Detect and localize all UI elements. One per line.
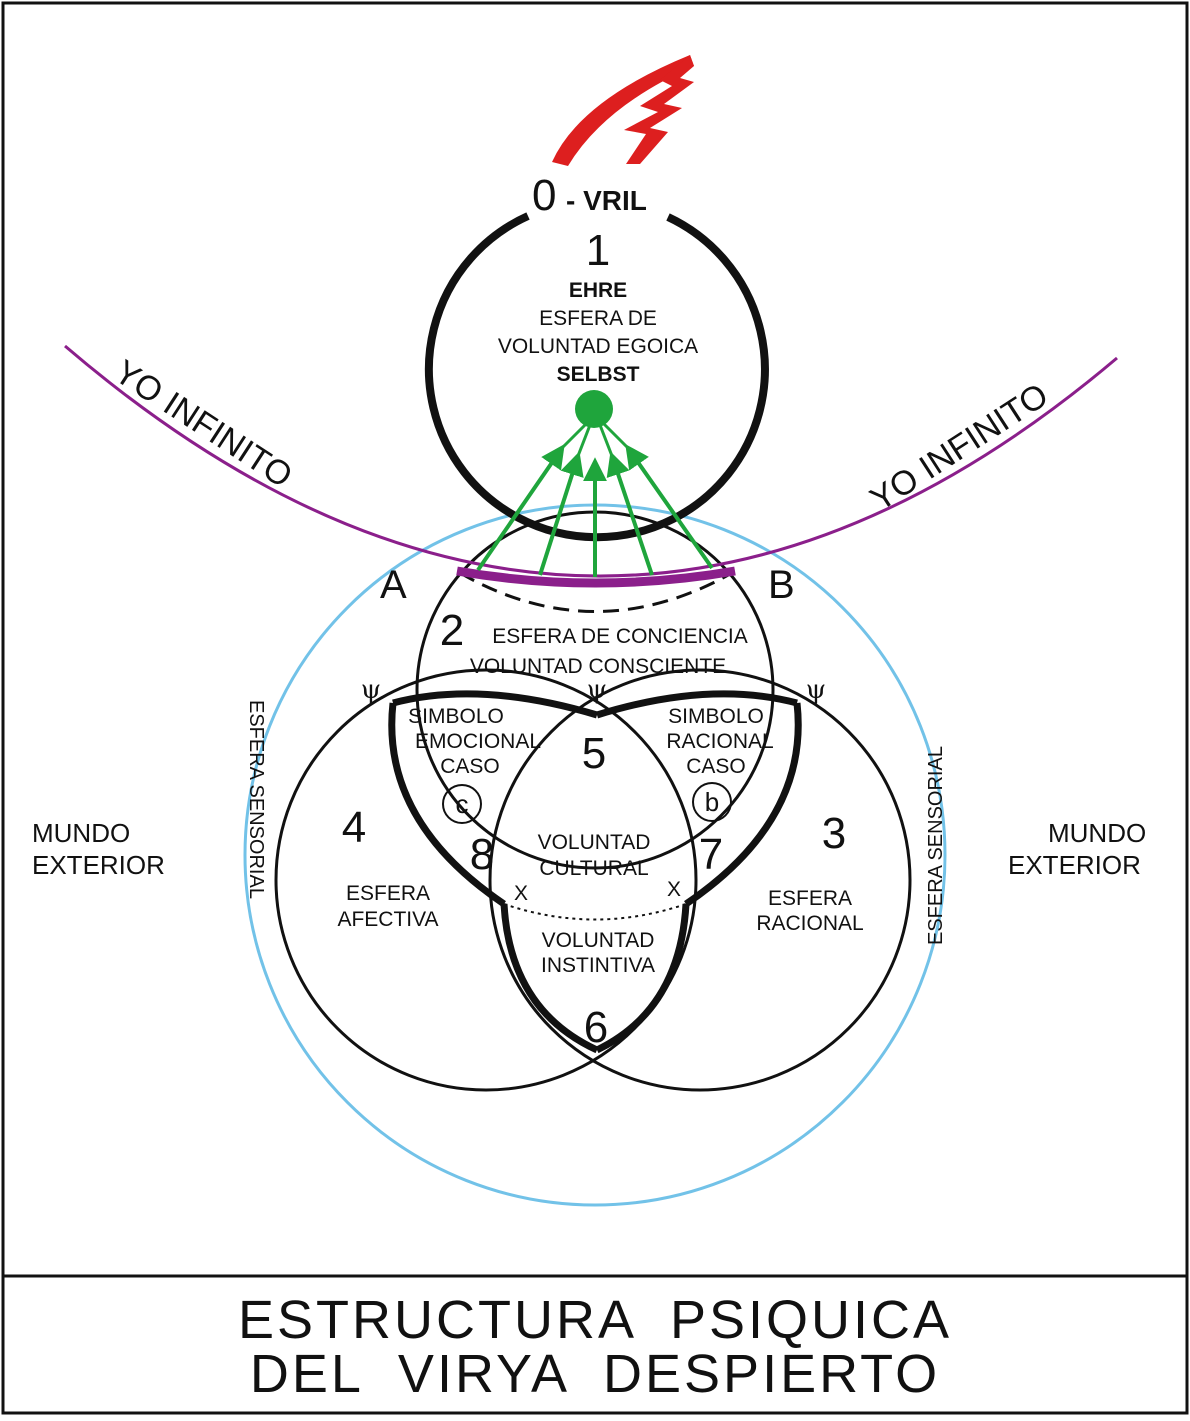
psi-center: ψ bbox=[587, 675, 607, 705]
psi-left: ψ bbox=[361, 675, 381, 705]
arrow-5 bbox=[625, 444, 714, 570]
sphere-3-circle bbox=[488, 668, 912, 1092]
case-b-letter: b bbox=[705, 787, 719, 817]
sensorial-right: ESFERA SENSORIAL bbox=[925, 746, 947, 945]
psi-right: ψ bbox=[806, 675, 826, 705]
emotional-outer-arc bbox=[388, 702, 506, 907]
arrow-2 bbox=[538, 451, 584, 576]
mundo-left-line2: EXTERIOR bbox=[32, 850, 165, 880]
yo-infinito-right: YO INFINITO bbox=[864, 376, 1055, 519]
will-arrows bbox=[476, 444, 714, 577]
rational-line2: RACIONAL bbox=[666, 730, 773, 753]
mundo-right-line1: MUNDO bbox=[1048, 818, 1146, 848]
emotional-symbol-arc bbox=[392, 690, 599, 719]
number-7: 7 bbox=[699, 830, 723, 879]
number-3: 3 bbox=[822, 809, 846, 858]
case-b-circle bbox=[692, 782, 732, 822]
number-8: 8 bbox=[470, 830, 494, 879]
sphere-2-line1: ESFERA DE CONCIENCIA bbox=[492, 625, 748, 648]
sphere-1-number: 1 bbox=[586, 226, 610, 275]
vril-label: - VRIL bbox=[566, 185, 647, 216]
title-line1: ESTRUCTURA PSIQUICA bbox=[238, 1290, 952, 1350]
rational-sphere-line2: RACIONAL bbox=[756, 912, 863, 935]
x-mark-right: X bbox=[667, 878, 681, 901]
yo-infinito-left: YO INFINITO bbox=[108, 353, 299, 496]
number-4: 4 bbox=[342, 803, 366, 852]
emotional-line1: SIMBOLO bbox=[408, 705, 504, 728]
rational-line3: CASO bbox=[686, 755, 746, 778]
vril-number: 0 bbox=[532, 171, 556, 220]
sphere-1-selbst: SELBST bbox=[557, 363, 640, 386]
dashed-arc bbox=[459, 571, 733, 613]
point-b: B bbox=[768, 563, 795, 607]
emotional-line2: EMOCIONAL bbox=[415, 730, 541, 753]
affective-line1: ESFERA bbox=[346, 882, 430, 905]
instintiva-line2: INSTINTIVA bbox=[541, 954, 655, 977]
sphere-1-ehre: EHRE bbox=[569, 279, 627, 302]
cultural-line2: CULTURAL bbox=[539, 857, 648, 880]
instintiva-line1: VOLUNTAD bbox=[542, 929, 655, 952]
sensorial-left: ESFERA SENSORIAL bbox=[245, 700, 267, 899]
rational-outer-arc bbox=[684, 702, 802, 907]
rational-sphere-line1: ESFERA bbox=[768, 887, 852, 910]
title-line2: DEL VIRYA DESPIERTO bbox=[250, 1344, 940, 1404]
x-mark-left: X bbox=[514, 882, 528, 905]
number-5: 5 bbox=[582, 729, 606, 778]
rational-line1: SIMBOLO bbox=[668, 705, 764, 728]
arrow-1 bbox=[476, 444, 565, 572]
mundo-left-line1: MUNDO bbox=[32, 818, 130, 848]
case-c-letter: c bbox=[456, 789, 469, 819]
vril-bolt-icon bbox=[552, 55, 694, 166]
lower-lens-right-arc bbox=[595, 903, 690, 1054]
sphere-1-line2: VOLUNTAD EGOICA bbox=[498, 335, 698, 358]
arrow-4 bbox=[606, 451, 654, 576]
case-c-circle bbox=[442, 784, 482, 824]
yo-infinito-thick-segment bbox=[456, 566, 736, 588]
selbst-point bbox=[575, 390, 613, 428]
sphere-4-circle bbox=[274, 668, 698, 1092]
sphere-1-line1: ESFERA DE bbox=[539, 307, 657, 330]
sphere-2-number: 2 bbox=[440, 606, 464, 655]
rational-symbol-arc bbox=[595, 690, 798, 719]
emotional-line3: CASO bbox=[440, 755, 500, 778]
lower-lens-left-arc bbox=[500, 903, 599, 1054]
cultural-line1: VOLUNTAD bbox=[538, 831, 651, 854]
affective-line2: AFECTIVA bbox=[337, 908, 438, 931]
point-a: A bbox=[380, 563, 407, 607]
dotted-divider bbox=[503, 903, 687, 921]
number-6: 6 bbox=[584, 1003, 608, 1052]
mundo-right-line2: EXTERIOR bbox=[1008, 850, 1141, 880]
sphere-2-line2: VOLUNTAD CONSCIENTE bbox=[470, 655, 726, 678]
